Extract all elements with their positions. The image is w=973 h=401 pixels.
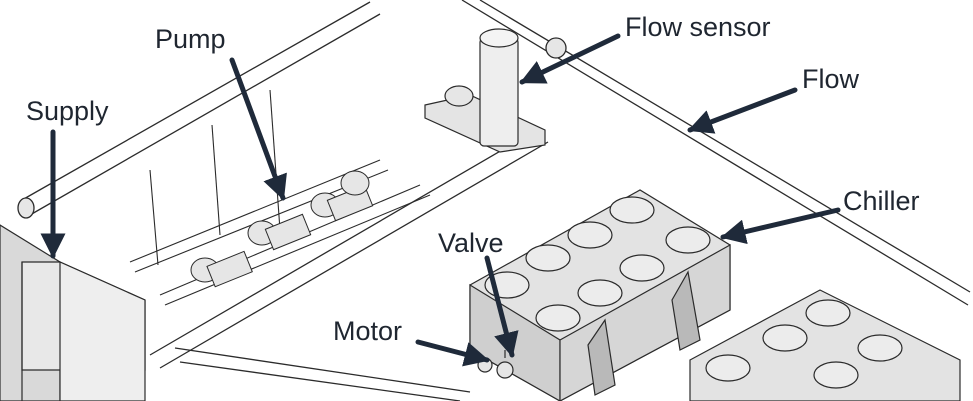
arrow-chiller [720, 207, 841, 245]
flow-sensor-tank [424, 28, 546, 153]
chiller-bank [469, 189, 731, 401]
annotation-arrows [40, 33, 841, 367]
valve [496, 350, 514, 379]
arrow-flow-sensor [519, 33, 621, 85]
label-motor: Motor [333, 316, 403, 346]
pump-skid [129, 89, 431, 306]
label-flow: Flow [802, 64, 860, 94]
pump-4 [340, 170, 370, 196]
label-chiller: Chiller [843, 186, 920, 216]
arrow-motor [415, 339, 490, 367]
pump-2 [247, 213, 312, 251]
label-supply: Supply [26, 96, 109, 126]
return-pipe-right [461, 0, 971, 306]
supply-cabinet [0, 224, 146, 401]
label-valve: Valve [438, 228, 504, 258]
chiller-bank-2 [689, 289, 961, 401]
label-pump: Pump [155, 24, 226, 54]
supply-pipe-upper [17, 1, 381, 219]
pump-1 [190, 250, 253, 288]
arrow-flow [687, 87, 798, 134]
arrow-valve [484, 255, 519, 358]
arrow-pump [229, 57, 287, 201]
label-flow-sensor: Flow sensor [625, 12, 771, 42]
supply-pipe-lower [149, 127, 549, 401]
